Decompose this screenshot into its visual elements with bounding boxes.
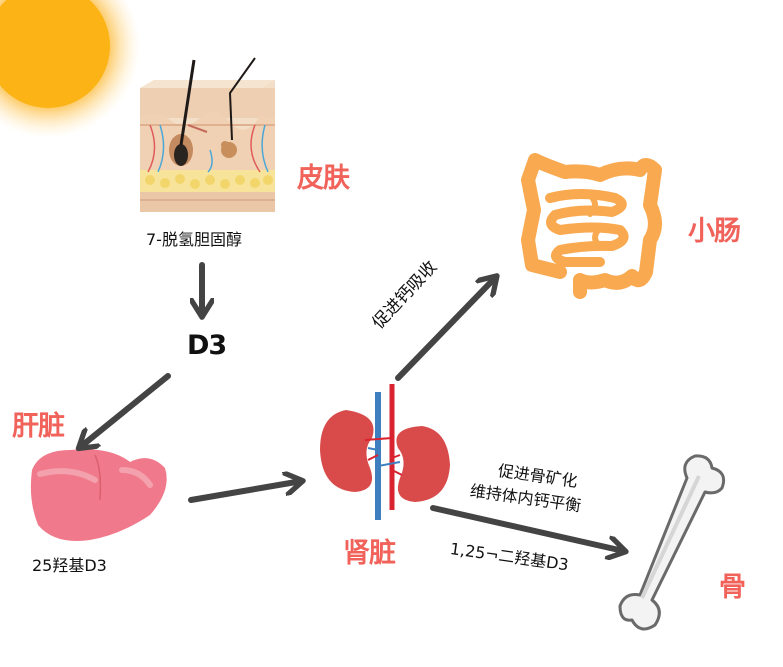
intestine-label: 小肠 [688, 216, 741, 247]
kidney-label: 肾脏 [343, 538, 396, 569]
arrows [84, 262, 619, 550]
skin-illustration [140, 57, 275, 212]
intestine-illustration [521, 153, 662, 299]
liver-label: 肝脏 [12, 411, 65, 442]
arrow-liver-to-kidney [188, 482, 296, 503]
dehydrocholesterol-caption: 7-脱氢胆固醇 [146, 230, 242, 249]
kidney-illustration [320, 384, 450, 520]
liver-illustration [30, 449, 167, 541]
hydroxy-d3-caption: 25羟基D3 [32, 556, 107, 575]
bone-illustration [618, 454, 726, 631]
arrow-kidney-to-bone [430, 505, 619, 550]
d3-caption: D3 [187, 330, 227, 361]
bone-label: 骨 [719, 572, 746, 603]
arrow-kidney-to-intestine [395, 281, 492, 381]
arrow-d3-to-liver [84, 373, 171, 444]
sun-icon [0, 0, 140, 138]
skin-label: 皮肤 [297, 163, 350, 194]
